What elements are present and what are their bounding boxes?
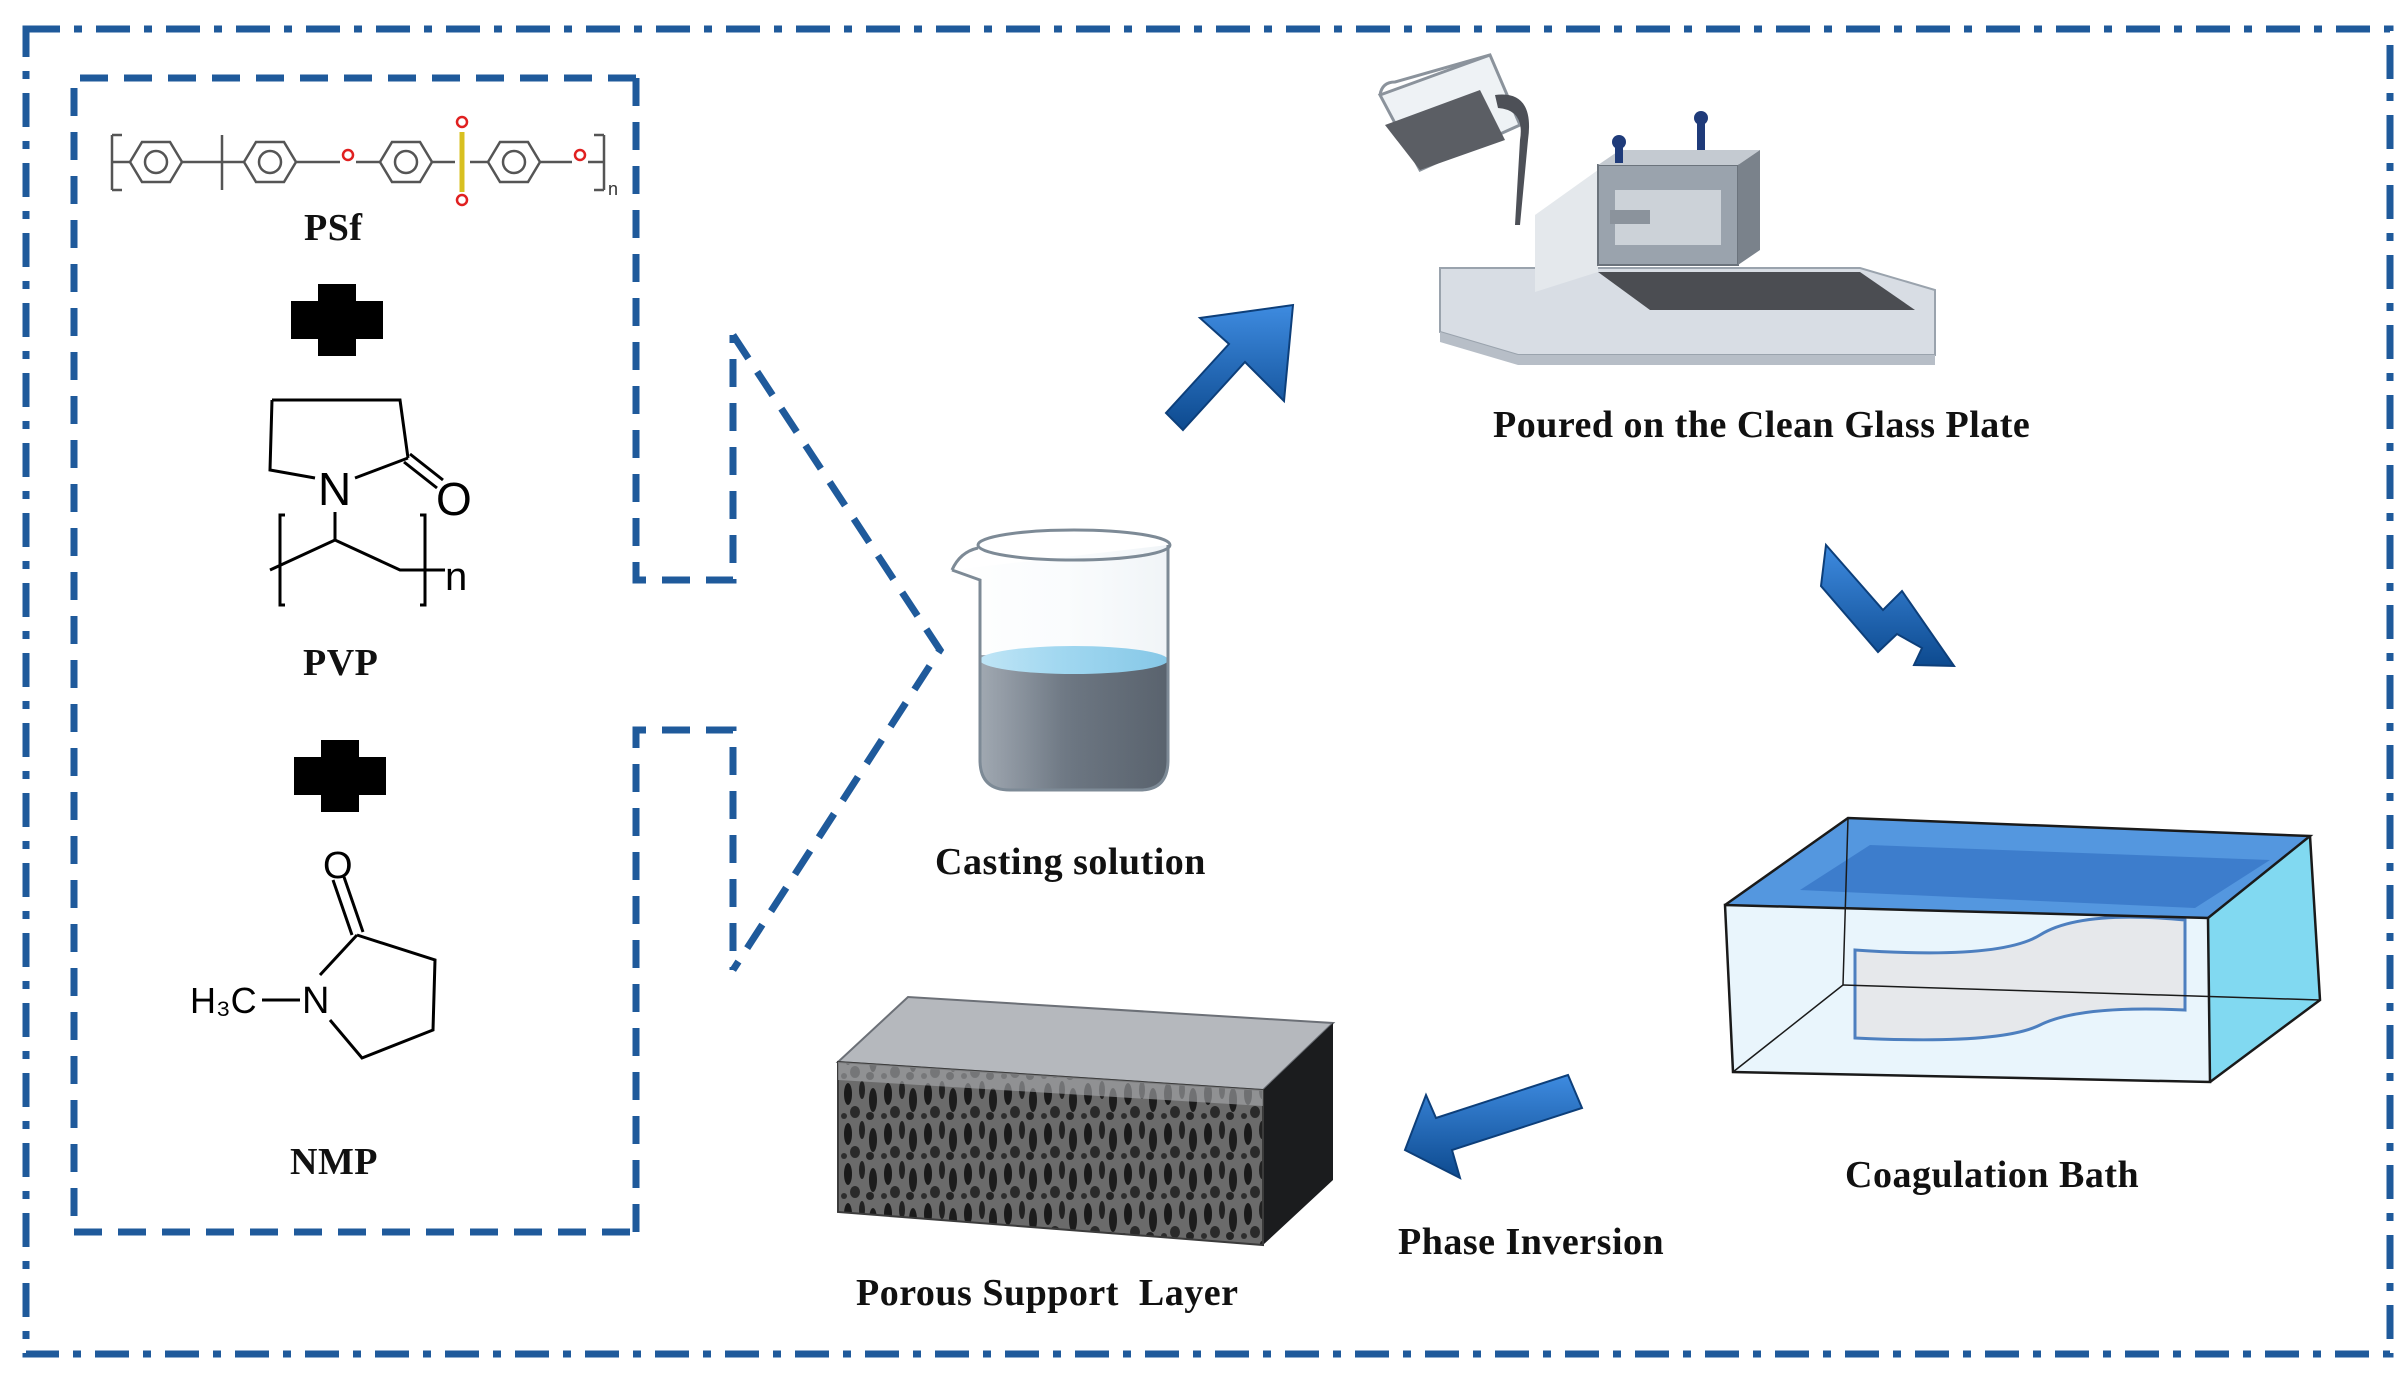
psf-label: PSf [304, 207, 363, 249]
materials-box [70, 74, 636, 1236]
pvp-atom-n: N [318, 463, 351, 515]
coagulation-bath-label: Coagulation Bath [1845, 1154, 2140, 1196]
nmp-atom-o: O [323, 845, 353, 887]
beaker-icon [950, 528, 1172, 792]
phase-inversion-label: Phase Inversion [1398, 1221, 1665, 1263]
psf-structure [110, 115, 606, 207]
pvp-atom-o: O [436, 473, 472, 525]
arrow-to-glass-plate [1164, 303, 1295, 432]
porous-support-layer-label: Porous Support Layer [856, 1272, 1239, 1314]
coagulation-bath-icon [1723, 816, 2322, 1084]
materials-box-right-bottom [632, 726, 737, 1232]
nmp-label: NMP [290, 1141, 379, 1183]
casting-knife-icon [1439, 111, 1936, 365]
pouring-beaker-icon [1377, 53, 1530, 225]
poured-label: Poured on the Clean Glass Plate [1493, 404, 2031, 446]
pvp-label: PVP [303, 642, 379, 684]
casting-solution-label: Casting solution [935, 841, 1206, 883]
nmp-structure [262, 876, 437, 1060]
nmp-atom-n: N [302, 980, 329, 1022]
materials-box-right-top [632, 78, 737, 584]
pvp-n-subscript: n [445, 555, 467, 599]
funnel-lines [730, 333, 945, 972]
plus-icon [294, 740, 386, 812]
membrane-block-icon [835, 995, 1336, 1247]
outer-frame [22, 25, 2394, 1358]
arrow-to-porous-layer [1403, 1073, 1584, 1180]
arrow-to-bath [1819, 542, 1956, 668]
psf-n-subscript: n [608, 179, 618, 199]
pvp-structure [268, 398, 445, 607]
plus-icon [291, 284, 383, 356]
nmp-methyl: H₃C [190, 980, 257, 1021]
